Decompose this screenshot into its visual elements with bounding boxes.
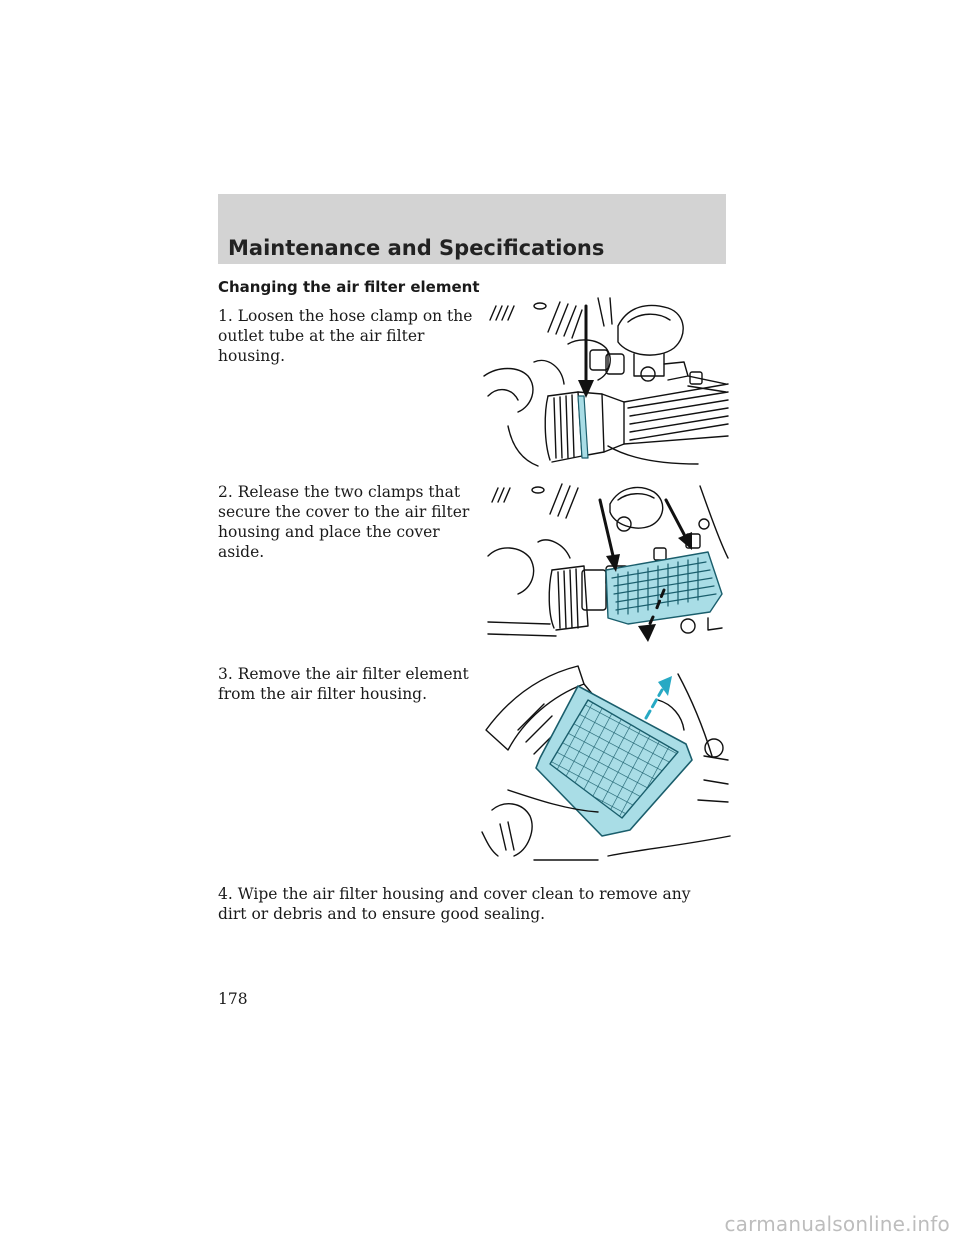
- step-4-text: 4. Wipe the air filter housing and cover…: [218, 885, 691, 923]
- figure-cover-clamps: [478, 478, 730, 656]
- step-1-text: 1. Loosen the hose clamp on the outlet t…: [218, 307, 473, 365]
- section-header-band: Maintenance and Specifications: [218, 194, 726, 264]
- figure-hose-clamp: [478, 296, 730, 468]
- page-number: 178: [218, 990, 248, 1008]
- step-2-text: 2. Release the two clamps that secure th…: [218, 483, 470, 561]
- page-title: Maintenance and Specifications: [228, 236, 605, 260]
- step-3-text: 3. Remove the air filter element from th…: [218, 665, 469, 703]
- figure-filter-removal: [478, 660, 734, 870]
- section-heading: Changing the air filter element: [218, 278, 480, 296]
- watermark-text: carmanualsonline.info: [724, 1212, 950, 1236]
